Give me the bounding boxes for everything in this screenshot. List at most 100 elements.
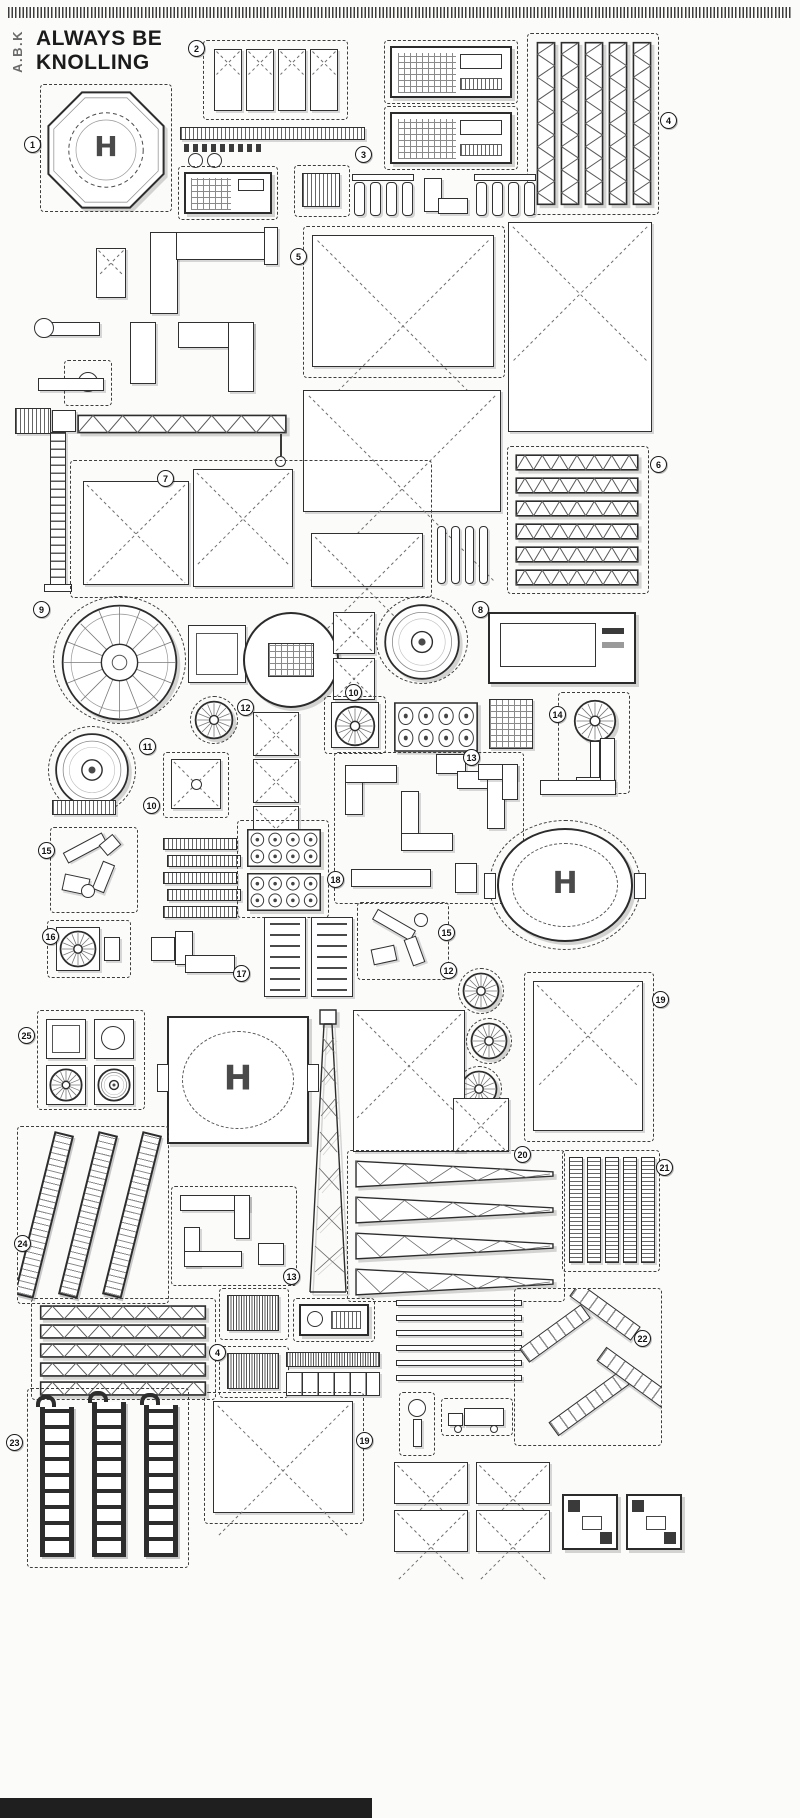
panel-ring: [94, 1019, 134, 1059]
helipad-letter: H: [552, 866, 578, 902]
duct-flange: [151, 937, 175, 961]
part-21-rebar-mats: [562, 1150, 660, 1272]
callout-10b: 10: [143, 797, 160, 814]
pipe: [476, 182, 487, 216]
truss-vertical-drawing: [632, 41, 652, 206]
pipe-header: [352, 174, 414, 181]
crate: [83, 481, 189, 585]
callout-20: 20: [514, 1146, 531, 1163]
rail-bar: [396, 1345, 522, 1351]
part-19b-large-crate: [204, 1392, 364, 1537]
vent-bar: [163, 838, 237, 850]
rebar-mat: [605, 1157, 619, 1263]
burner-drawing: [394, 702, 478, 752]
crane-base: [44, 584, 72, 592]
callout-4b: 4: [209, 1344, 226, 1361]
part-23-ladders: [27, 1388, 189, 1568]
coil-fins: [227, 1353, 279, 1389]
engine-grille: [191, 178, 231, 210]
part-22-chevron-girders: [514, 1288, 662, 1446]
hatch-knob: [191, 779, 202, 790]
stanchion: [479, 526, 488, 584]
part-25-panel-set: [37, 1010, 145, 1110]
duct-segment: [234, 1195, 250, 1239]
bracket-segment: [540, 780, 616, 795]
callout-19: 19: [652, 991, 669, 1008]
callout-13: 13: [463, 749, 480, 766]
truss-vertical-drawing: [584, 41, 604, 206]
lamp-head-drawing: [574, 700, 616, 742]
crate-x-drawing: [356, 1013, 462, 1119]
vent-bar: [167, 855, 241, 867]
pump-vent: [331, 1311, 361, 1329]
tool-bar: [38, 378, 104, 391]
cassette-frame: [56, 927, 100, 971]
access-panel: [188, 625, 246, 683]
part-15-furniture-set: [50, 827, 138, 913]
console-switch: [602, 642, 624, 648]
callout-15: 15: [38, 842, 55, 859]
generator-grille: [398, 119, 456, 159]
coil-fins: [227, 1295, 279, 1331]
large-crate: [303, 390, 501, 584]
crate-x-drawing: [216, 51, 240, 75]
duct-segment: [351, 869, 431, 887]
vent-cabinet: [264, 917, 306, 997]
corner-mark: [568, 1500, 580, 1512]
callout-22: 22: [634, 1330, 651, 1347]
crate: [311, 533, 423, 642]
part-24-diagonal-girders: [17, 1126, 169, 1304]
truss-horizontal-drawing: [39, 1324, 207, 1339]
rings-drawing: [98, 1069, 130, 1101]
crane-hook: [275, 456, 286, 467]
chair-part: [91, 860, 116, 894]
duct-flange: [258, 1243, 284, 1265]
ladder-hook: [36, 1395, 56, 1407]
part-1-octagon-helipad: H: [40, 84, 172, 212]
part-12b-vent-fan: [466, 1018, 512, 1064]
stanchion-set: [437, 520, 493, 590]
bottom-band: [0, 1798, 372, 1818]
rail-bar-group: [396, 1300, 526, 1396]
ladder: [92, 1402, 126, 1557]
crate: [213, 1401, 353, 1537]
callout-14: 14: [549, 706, 566, 723]
pipe: [370, 182, 381, 216]
helipad-tab: [634, 873, 646, 899]
truss-horizontal-drawing: [515, 454, 639, 471]
small-crate: [96, 248, 126, 298]
vent-bar-stack: [163, 838, 243, 924]
callout-19b: 19: [356, 1432, 373, 1449]
panel-inner-frame: [196, 633, 238, 675]
stanchion: [451, 526, 460, 584]
crate-x-drawing: [86, 484, 186, 584]
poster-title: ALWAYS BE KNOLLING: [36, 27, 162, 75]
crate: [394, 1510, 468, 1581]
part-3-girder-strip: [180, 127, 365, 140]
ladder-hook: [140, 1393, 160, 1405]
crate: [214, 49, 242, 111]
generator-body: [390, 112, 512, 164]
ladder: [144, 1405, 178, 1557]
panel-fan: [46, 1065, 86, 1105]
generator-vent: [460, 144, 502, 156]
callout-15b: 15: [438, 924, 455, 941]
part-15b-furniture-set: [357, 902, 449, 980]
chevron-arm: [519, 1304, 591, 1363]
duct-segment: [150, 232, 178, 314]
pipe-ring: [207, 153, 222, 168]
part-13b-duct-group: [171, 1186, 297, 1286]
helipad-marking-circle: [512, 843, 618, 927]
callout-23: 23: [6, 1434, 23, 1451]
truck-wheel: [490, 1425, 498, 1433]
burner-panel: [394, 702, 478, 752]
manifold-block: [294, 165, 350, 217]
truck-bed: [464, 1408, 504, 1426]
pipe: [524, 182, 535, 216]
part-8-spiral-casing: [376, 596, 468, 684]
vent-bar: [167, 889, 241, 901]
corner-mark: [600, 1532, 612, 1544]
duct-segment: [184, 1251, 242, 1267]
chair-part: [370, 944, 398, 966]
crate: [476, 1510, 550, 1581]
